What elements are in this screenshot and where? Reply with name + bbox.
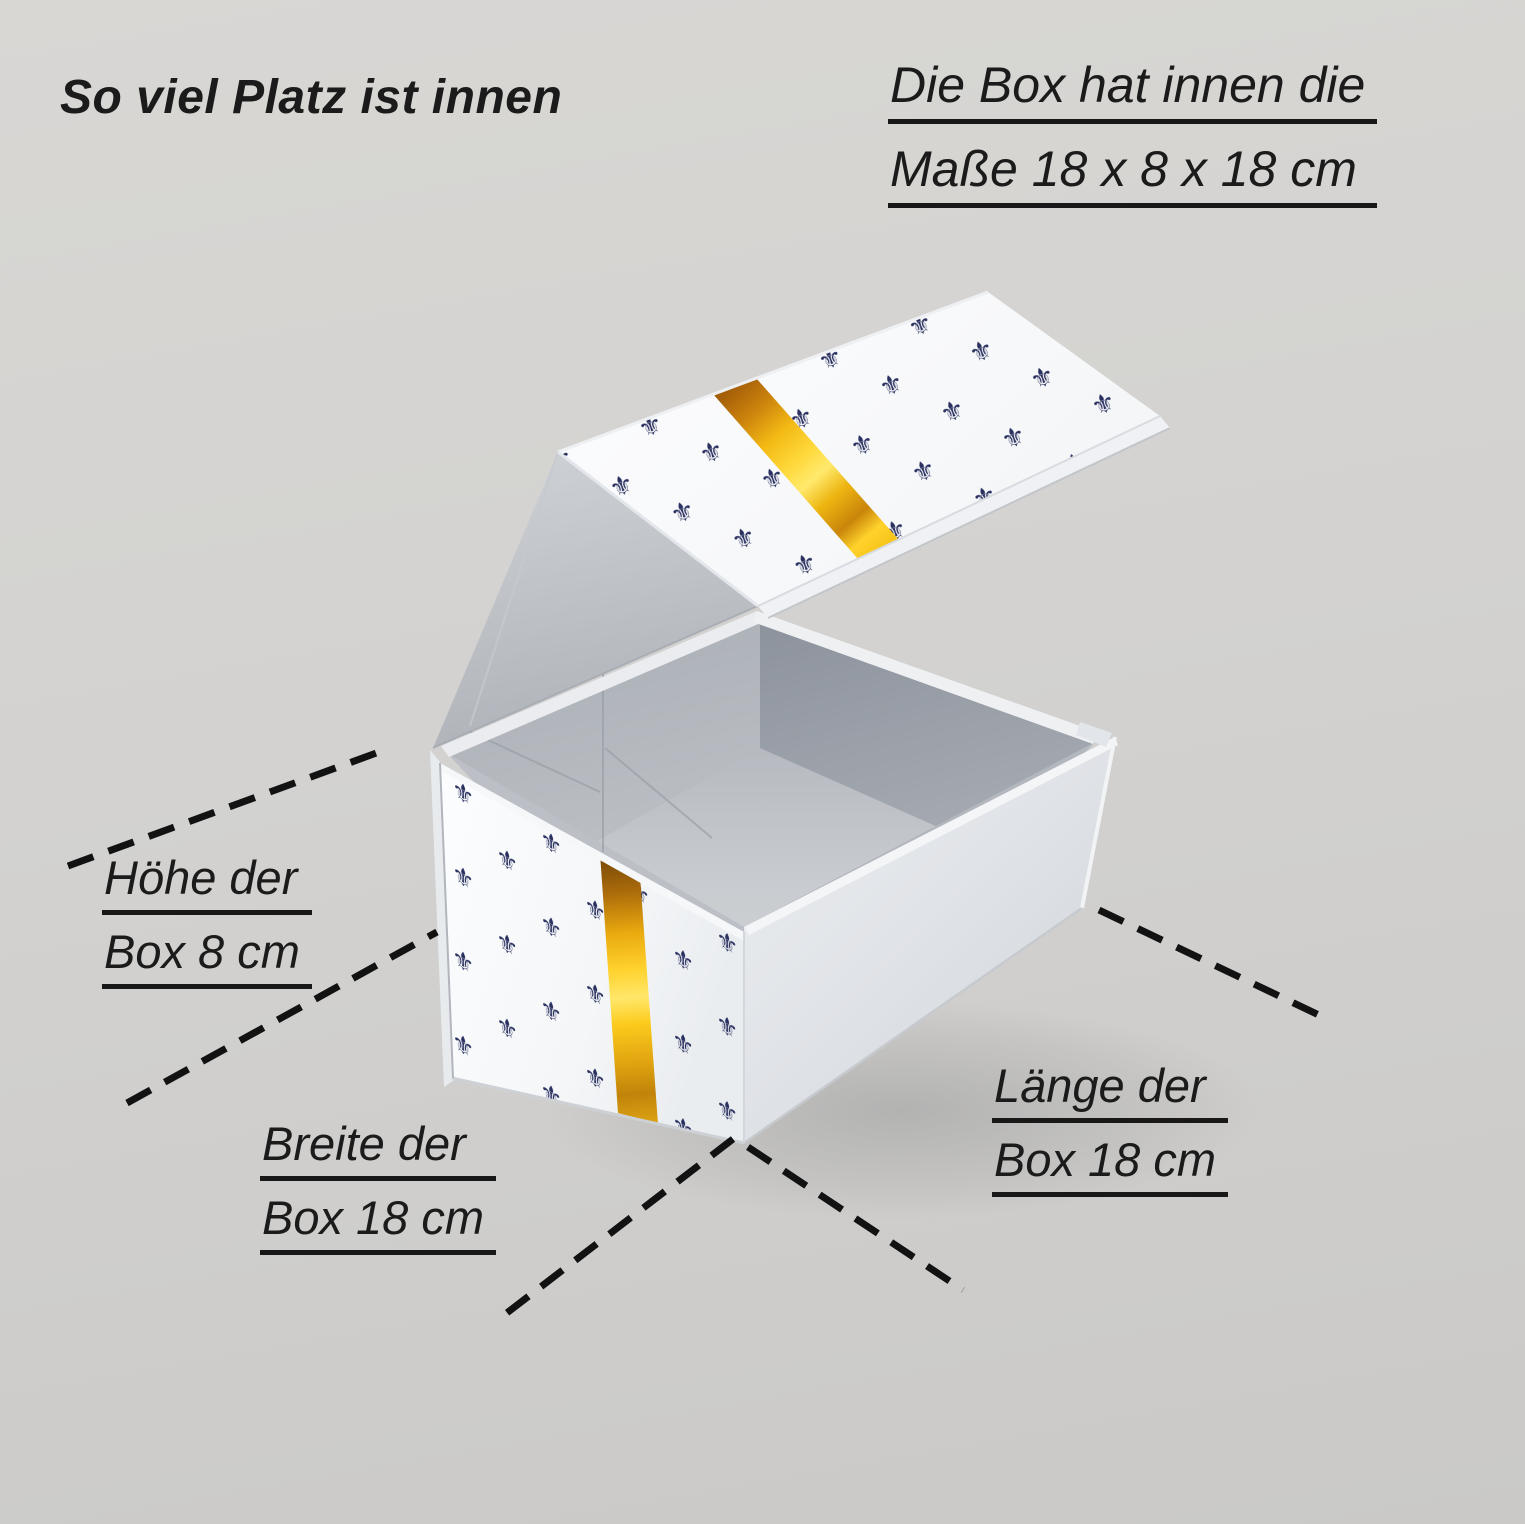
inner-dimensions-line1: Die Box hat innen die bbox=[888, 58, 1378, 124]
right-face-corner-tab bbox=[1076, 722, 1112, 747]
height-label-line1: Höhe der bbox=[102, 852, 312, 915]
leader-lines bbox=[66, 744, 1325, 1322]
length-label-line1: Länge der bbox=[992, 1060, 1229, 1123]
height-leader-line-top bbox=[66, 744, 392, 870]
width-label-line1: Breite der bbox=[260, 1118, 497, 1181]
width-label-line2: Box 18 cm bbox=[260, 1192, 497, 1255]
height-label-line2: Box 8 cm bbox=[102, 926, 312, 989]
inner-dimensions-note: Die Box hat innen die Maße 18 x 8 x 18 c… bbox=[888, 58, 1378, 226]
length-label-line2: Box 18 cm bbox=[992, 1134, 1229, 1197]
rim-back-right bbox=[753, 611, 1100, 744]
height-leader-line-bottom bbox=[125, 928, 439, 1107]
gold-ribbon-lid bbox=[713, 378, 899, 559]
length-label: Länge der Box 18 cm bbox=[992, 1060, 1229, 1208]
lid-side-flap bbox=[432, 451, 759, 749]
height-label: Höhe der Box 8 cm bbox=[102, 852, 312, 1000]
inner-dimensions-line2: Maße 18 x 8 x 18 cm bbox=[888, 142, 1378, 208]
width-leader-line bbox=[496, 1136, 736, 1322]
front-face-top-edge bbox=[438, 762, 744, 941]
front-face-left-edge bbox=[430, 750, 454, 1087]
box-right-face bbox=[743, 722, 1118, 1145]
length-leader-line-bottom bbox=[746, 1144, 965, 1293]
width-label: Breite der Box 18 cm bbox=[260, 1118, 497, 1266]
lid-thickness-edge bbox=[758, 416, 1170, 618]
length-leader-line-top bbox=[1097, 906, 1325, 1021]
gold-ribbon-front bbox=[600, 853, 658, 1124]
rim-back-left bbox=[441, 611, 763, 757]
page-title: So viel Platz ist innen bbox=[60, 71, 563, 124]
right-face-top-edge bbox=[744, 737, 1118, 935]
